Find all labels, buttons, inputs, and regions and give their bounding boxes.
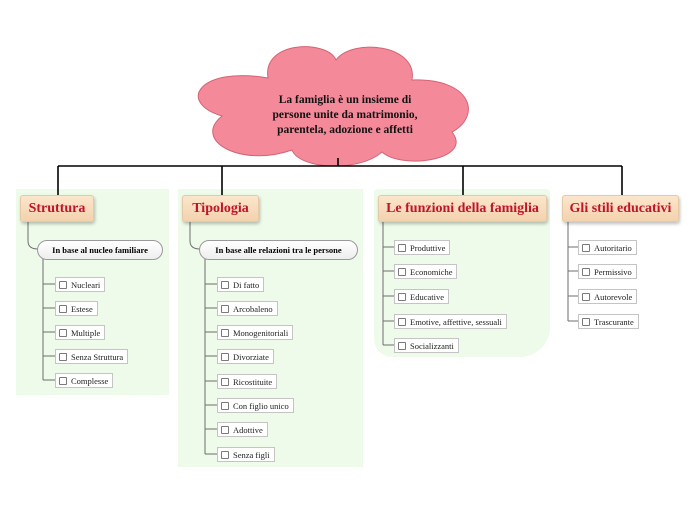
list-item[interactable]: Emotive, affettive, sessuali: [394, 314, 507, 329]
list-item[interactable]: Estese: [55, 301, 98, 316]
item-label: Produttive: [410, 242, 446, 253]
central-topic-line: parentela, adozione e affetti: [277, 124, 413, 136]
list-item[interactable]: Complesse: [55, 373, 114, 388]
checkbox-icon: [582, 292, 590, 301]
list-item[interactable]: Permissivo: [578, 264, 637, 279]
checkbox-icon: [221, 328, 229, 337]
checkbox-icon: [59, 376, 67, 385]
item-label: Nucleari: [71, 279, 101, 290]
list-item[interactable]: Educative: [394, 289, 449, 304]
checkbox-icon: [398, 292, 406, 301]
checkbox-icon: [221, 401, 229, 410]
checkbox-icon: [59, 328, 67, 337]
list-item[interactable]: Adottive: [217, 422, 268, 437]
list-item[interactable]: Multiple: [55, 325, 106, 340]
checkbox-icon: [398, 243, 406, 252]
item-label: Autoritario: [594, 242, 632, 253]
central-cloud-shape: [198, 46, 469, 167]
item-label: Senza figli: [233, 449, 270, 460]
list-item[interactable]: Con figlio unico: [217, 398, 294, 413]
central-topic-line: La famiglia è un insieme di: [278, 94, 412, 106]
item-label: Socializzanti: [410, 340, 454, 351]
list-item[interactable]: Arcobaleno: [217, 301, 278, 316]
item-label: Autorevole: [594, 291, 633, 302]
item-label: Educative: [410, 291, 444, 302]
item-label: Arcobaleno: [233, 303, 273, 314]
checkbox-icon: [582, 267, 590, 276]
item-label: Senza Struttura: [71, 351, 124, 362]
item-label: Economiche: [410, 266, 453, 277]
category-stili[interactable]: Gli stili educativi: [562, 195, 679, 222]
checkbox-icon: [582, 317, 590, 326]
checkbox-icon: [398, 341, 406, 350]
item-label: Adottive: [233, 424, 263, 435]
checkbox-icon: [221, 450, 229, 459]
list-item[interactable]: Economiche: [394, 264, 458, 279]
category-tipologia[interactable]: Tipologia: [182, 195, 259, 222]
item-label: Con figlio unico: [233, 400, 289, 411]
item-label: Ricostituite: [233, 376, 273, 387]
checkbox-icon: [398, 317, 406, 326]
list-item[interactable]: Nucleari: [55, 277, 106, 292]
checkbox-icon: [221, 304, 229, 313]
list-item[interactable]: Produttive: [394, 240, 451, 255]
list-item[interactable]: Socializzanti: [394, 338, 459, 353]
list-item[interactable]: Ricostituite: [217, 374, 278, 389]
list-item[interactable]: Monogenitoriali: [217, 325, 294, 340]
group-nucleo-familiare[interactable]: In base al nucleo familiare: [37, 240, 163, 260]
checkbox-icon: [221, 425, 229, 434]
checkbox-icon: [221, 352, 229, 361]
list-item[interactable]: Senza Struttura: [55, 349, 129, 364]
list-item[interactable]: Divorziate: [217, 349, 274, 364]
list-item[interactable]: Trascurante: [578, 314, 639, 329]
item-label: Di fatto: [233, 279, 260, 290]
list-item[interactable]: Autorevole: [578, 289, 638, 304]
checkbox-icon: [582, 243, 590, 252]
checkbox-icon: [398, 267, 406, 276]
category-struttura[interactable]: Struttura: [20, 195, 94, 222]
central-topic[interactable]: La famiglia è un insieme di persone unit…: [245, 93, 445, 138]
item-label: Permissivo: [594, 266, 632, 277]
item-label: Emotive, affettive, sessuali: [410, 316, 502, 327]
group-relazioni-persone[interactable]: In base alle relazioni tra le persone: [199, 240, 358, 260]
checkbox-icon: [221, 280, 229, 289]
checkbox-icon: [221, 377, 229, 386]
list-item[interactable]: Di fatto: [217, 277, 265, 292]
item-label: Estese: [71, 303, 93, 314]
central-topic-line: persone unite da matrimonio,: [272, 109, 418, 121]
item-label: Multiple: [71, 327, 101, 338]
checkbox-icon: [59, 280, 67, 289]
item-label: Trascurante: [594, 316, 634, 327]
list-item[interactable]: Senza figli: [217, 447, 275, 462]
item-label: Monogenitoriali: [233, 327, 289, 338]
checkbox-icon: [59, 352, 67, 361]
category-funzioni[interactable]: Le funzioni della famiglia: [378, 195, 547, 222]
item-label: Complesse: [71, 375, 109, 386]
item-label: Divorziate: [233, 351, 269, 362]
checkbox-icon: [59, 304, 67, 313]
list-item[interactable]: Autoritario: [578, 240, 637, 255]
